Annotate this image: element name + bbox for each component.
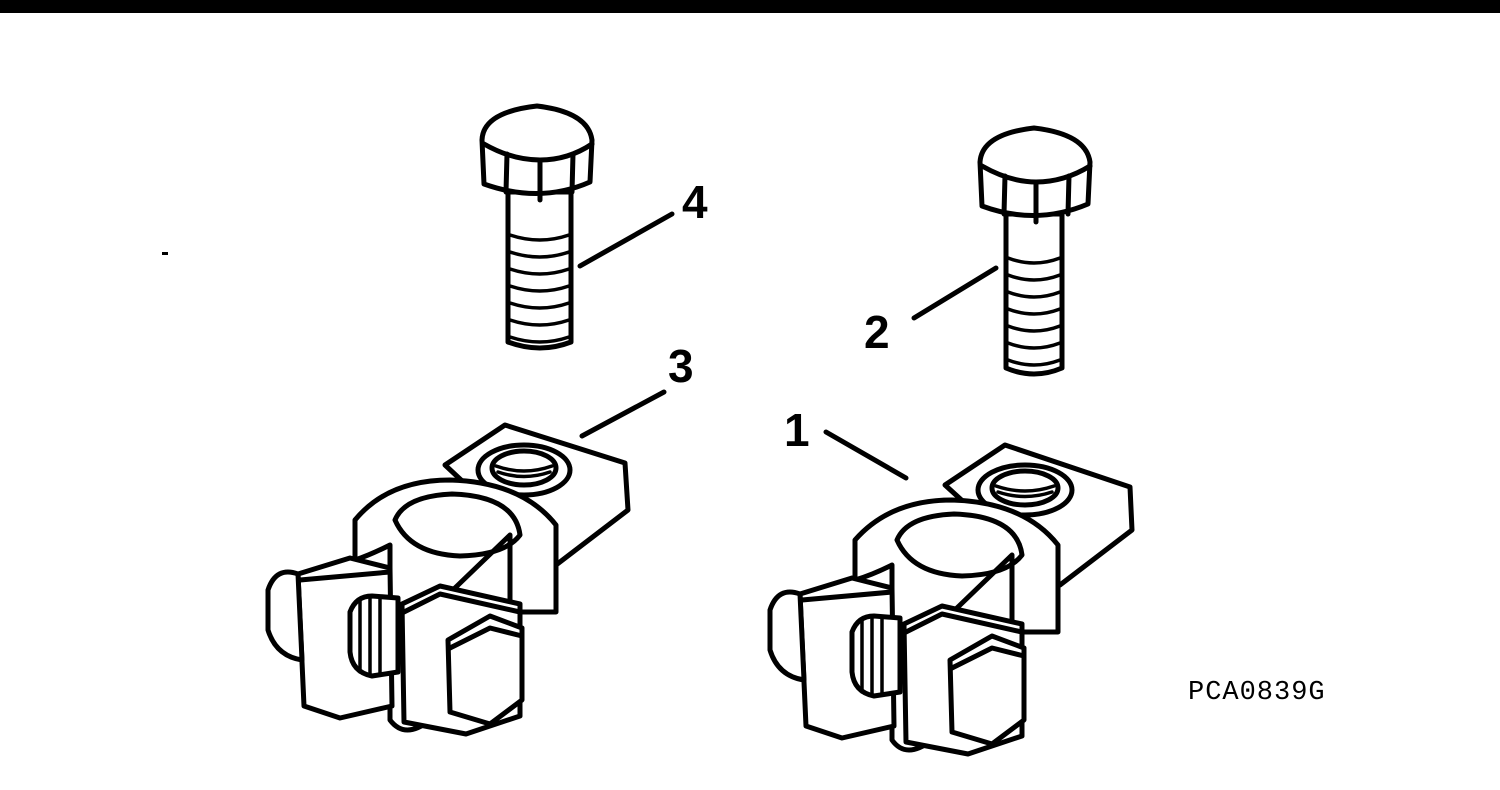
terminal-clamp-left	[265, 422, 631, 737]
leader-line-2	[911, 265, 999, 321]
stray-mark	[162, 252, 168, 255]
top-border	[0, 0, 1500, 13]
figure-id: PCA0839G	[1188, 678, 1326, 708]
terminal-clamp-right	[767, 442, 1135, 757]
leader-line-1	[823, 429, 909, 481]
callout-3: 3	[668, 340, 694, 392]
leader-line-4	[577, 211, 675, 269]
bolt-right	[977, 125, 1093, 377]
callout-2: 2	[864, 306, 890, 358]
callout-1: 1	[784, 404, 810, 456]
bolt-left	[479, 103, 595, 351]
leader-line-3	[579, 389, 667, 439]
callout-4: 4	[682, 176, 708, 228]
